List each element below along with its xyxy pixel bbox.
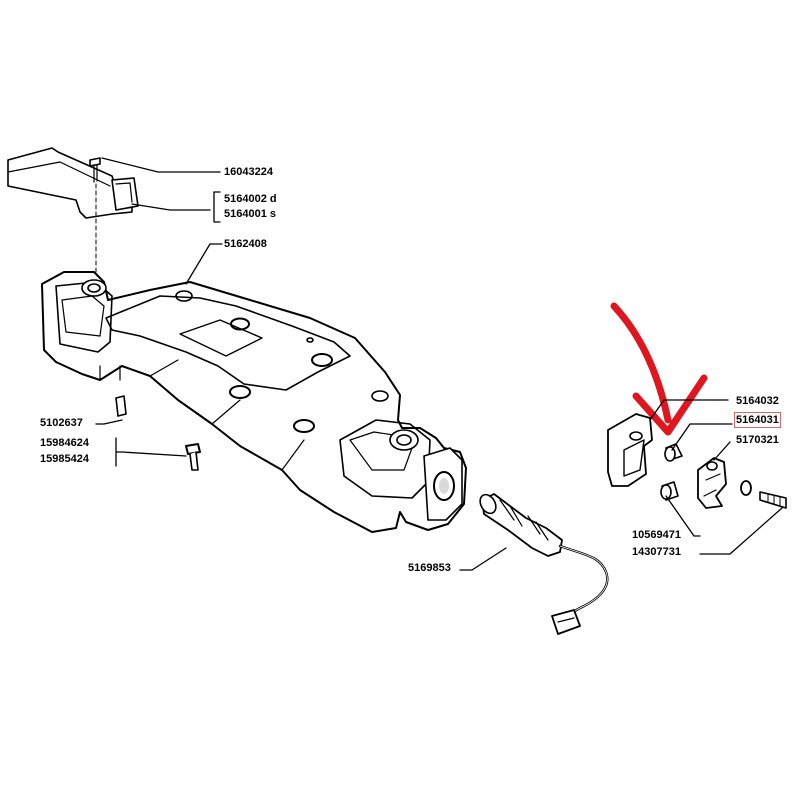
part-label-5169853: 5169853 (408, 562, 451, 574)
part-label-5164032: 5164032 (736, 395, 779, 407)
pin-and-screw-illustration (115, 395, 201, 471)
sensor-illustration (479, 493, 609, 635)
part-label-14307731: 14307731 (632, 546, 681, 558)
leader-lines (95, 157, 783, 571)
part-label-15984624: 15984624 (40, 437, 89, 449)
annotation-red-arrow (610, 302, 708, 436)
part-label-5164002-d: 5164002 d (224, 193, 277, 205)
main-housing-illustration (41, 271, 467, 533)
switch-assembly-illustration (607, 413, 787, 509)
part-label-5164001-s: 5164001 s (224, 208, 276, 220)
part-label-5102637: 5102637 (40, 417, 83, 429)
part-label-5170321: 5170321 (736, 434, 779, 446)
part-label-5162408: 5162408 (224, 238, 267, 250)
part-label-10569471: 10569471 (632, 529, 681, 541)
part-label-5164031-highlighted: 5164031 (734, 412, 781, 428)
part-label-16043224: 16043224 (224, 166, 273, 178)
mounting-bracket-illustration (7, 147, 139, 353)
part-label-15985424: 15985424 (40, 453, 89, 465)
